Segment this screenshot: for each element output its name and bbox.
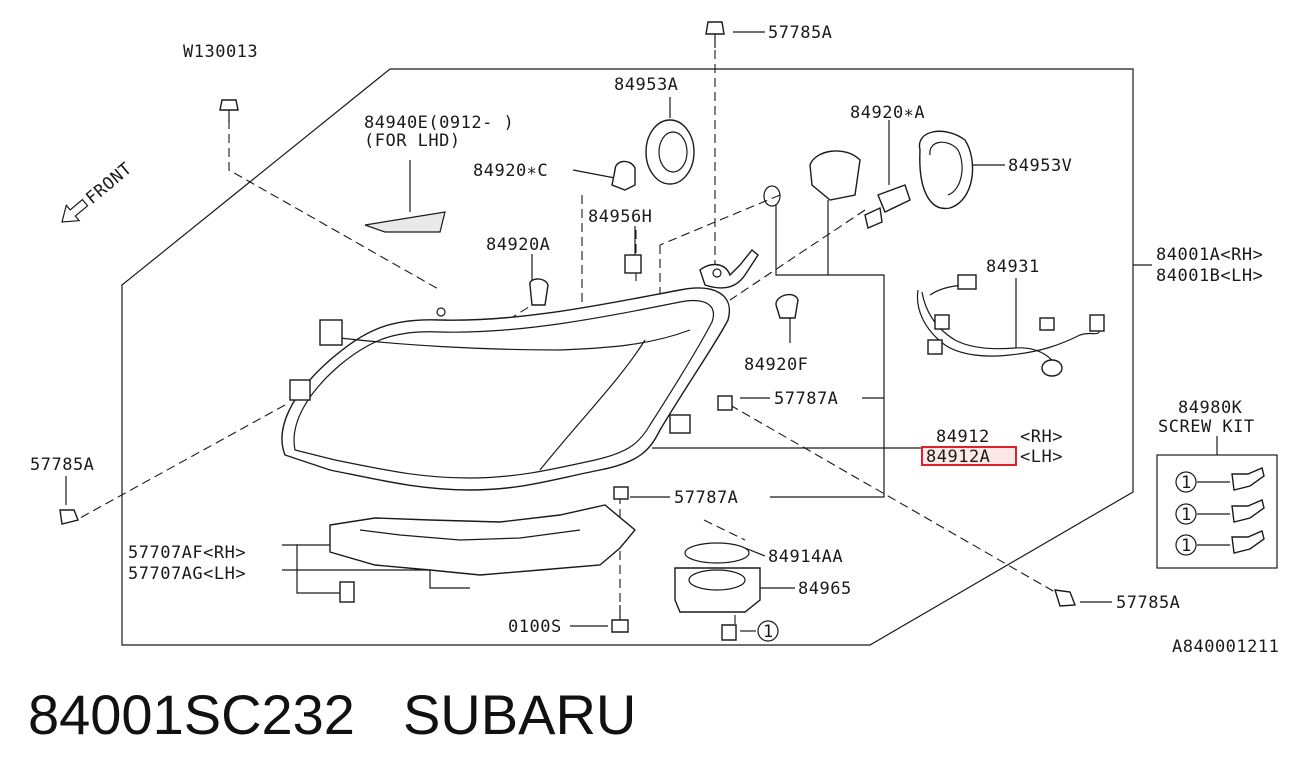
label-84931: 84931: [986, 257, 1040, 277]
label-84920c: 84920∗C: [473, 161, 548, 181]
label-w130013: W130013: [183, 42, 258, 62]
label-screw-kit: SCREW KIT: [1158, 417, 1255, 437]
label-ref-number: A840001211: [1172, 637, 1279, 657]
cap-84953a: [645, 119, 695, 185]
label-for-lhd: (FOR LHD): [364, 131, 461, 151]
label-57785a-top: 57785A: [768, 23, 832, 43]
highlight-box-84912a: [921, 446, 1017, 466]
footer-caption: 84001SC232 SUBARU: [28, 682, 684, 747]
label-84912a: 84912A: [926, 447, 990, 467]
front-label: FRONT: [82, 159, 136, 209]
fasteners: [59, 21, 1076, 641]
leader-lines: [65, 31, 1152, 632]
label-84914aa: 84914AA: [768, 547, 843, 567]
brand-name: SUBARU: [402, 683, 637, 746]
label-57707ag: 57707AG<LH>: [128, 564, 246, 584]
label-57785a-left: 57785A: [30, 455, 94, 475]
part-number: 84001SC232: [28, 683, 355, 746]
label-84965: 84965: [798, 579, 852, 599]
label-84956h: 84956H: [588, 207, 652, 227]
headlamp-bracket: [329, 504, 636, 603]
front-arrow: FRONT: [61, 159, 136, 223]
label-0100s: 0100S: [508, 617, 562, 637]
label-84920a: 84920A: [486, 235, 550, 255]
wire-harness: [916, 274, 1105, 377]
label-84001b: 84001B<LH>: [1156, 266, 1263, 286]
label-57707af: 57707AF<RH>: [128, 543, 246, 563]
label-84953v: 84953V: [1008, 156, 1072, 176]
label-84953a: 84953A: [614, 75, 678, 95]
circle-number: 1: [1181, 473, 1192, 493]
label-84920f: 84920F: [744, 355, 808, 375]
label-84912: 84912: [936, 427, 990, 447]
screw-kit-contents: [757, 467, 1265, 642]
circle-number: 1: [763, 622, 774, 642]
label-84001a: 84001A<RH>: [1156, 245, 1263, 265]
label-84940e: 84940E(0912- ): [364, 113, 514, 133]
label-84912-rh: <RH>: [1020, 427, 1063, 447]
cap-84953v: [918, 130, 974, 210]
circle-number: 1: [1181, 536, 1192, 556]
label-57787a-lower: 57787A: [674, 488, 738, 508]
label-57785a-right: 57785A: [1116, 593, 1180, 613]
label-84920a-star: 84920∗A: [850, 103, 925, 123]
reflector-part: [364, 211, 446, 233]
assembly-frame: [121, 68, 1134, 646]
label-84980k: 84980K: [1178, 398, 1243, 418]
leveling-motor: [674, 542, 761, 613]
label-84912a-lh: <LH>: [1020, 447, 1063, 467]
bulbs: [529, 150, 911, 319]
headlamp-assembly: [281, 249, 759, 491]
circle-number: 1: [1181, 505, 1192, 525]
label-57787a-upper: 57787A: [774, 389, 838, 409]
